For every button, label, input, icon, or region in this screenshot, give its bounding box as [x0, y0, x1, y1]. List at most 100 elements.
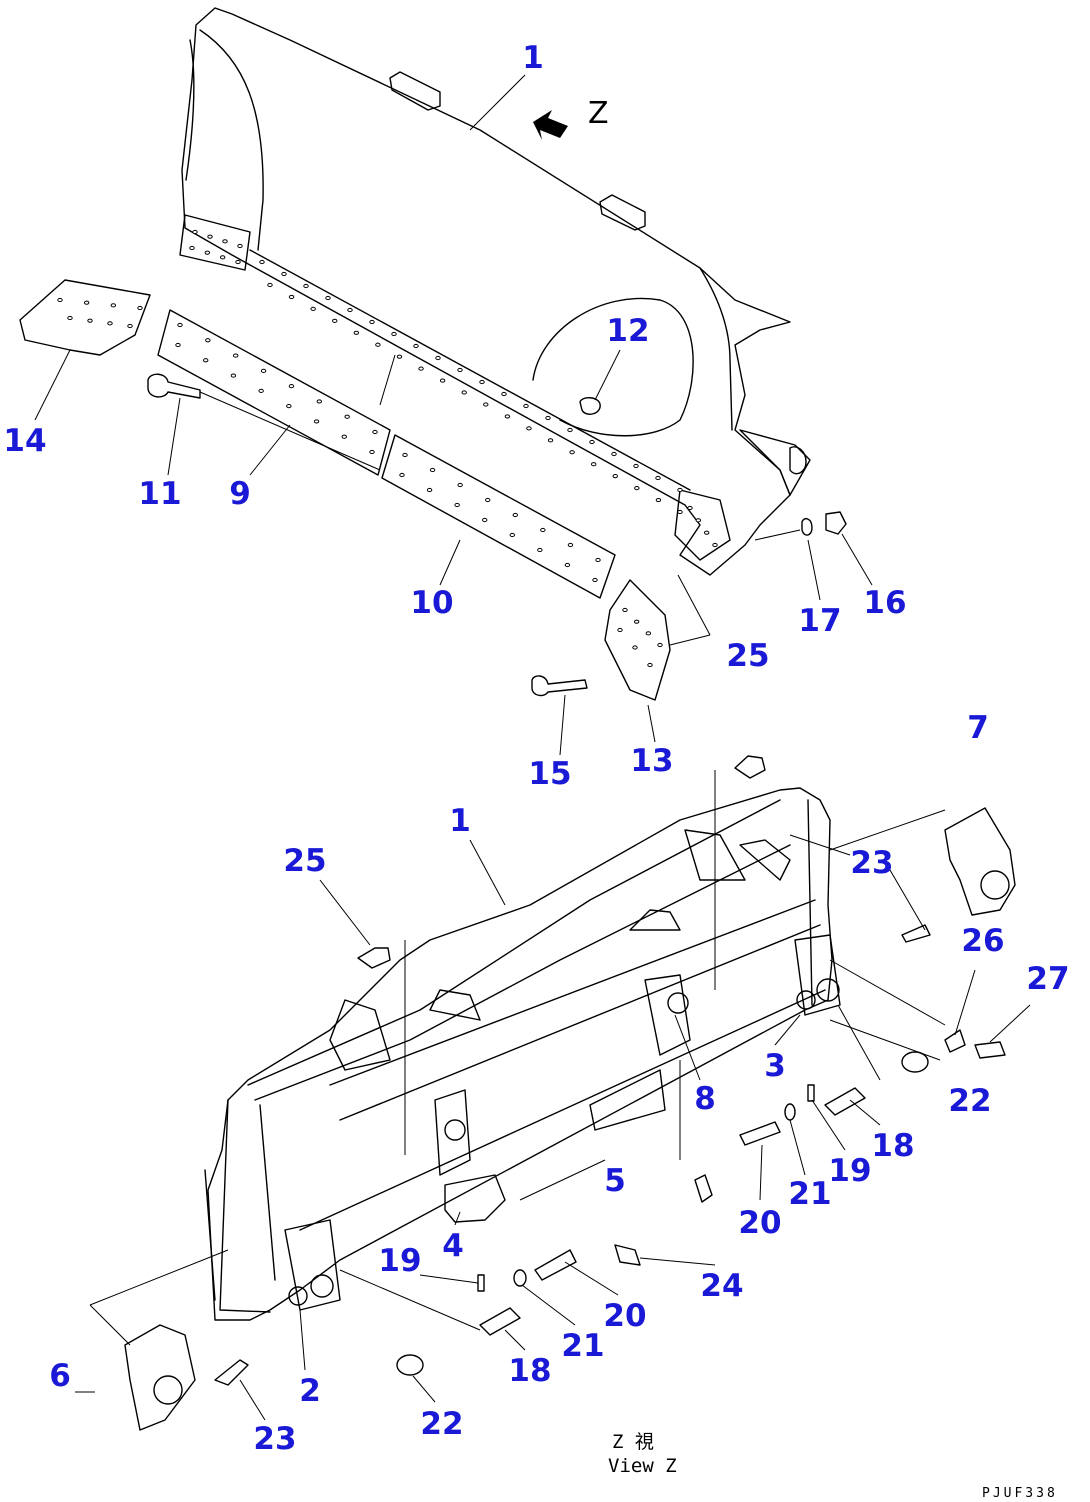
callout-1: 1 — [449, 803, 471, 839]
bolt-hole — [288, 294, 295, 300]
bolt-hole — [485, 497, 491, 503]
bolt-hole — [645, 631, 652, 636]
bolt-hole — [501, 391, 507, 397]
callout-24: 24 — [700, 1268, 743, 1304]
bolt-hole — [347, 307, 353, 313]
blade-front-view — [19, 7, 873, 756]
bolt-hole — [230, 373, 237, 378]
bolt-hole — [375, 342, 381, 347]
bolt-hole — [222, 239, 228, 244]
bolt-hole — [526, 426, 532, 431]
bolt-hole — [372, 429, 378, 435]
callout-20: 20 — [603, 1298, 646, 1334]
bolt-hole — [482, 517, 488, 523]
callout-25: 25 — [726, 638, 769, 674]
bolt-hole — [657, 642, 663, 648]
bolt-hole — [633, 463, 639, 469]
bolt-hole — [512, 512, 518, 518]
bolt-hole — [369, 449, 375, 455]
bolt-hole — [233, 353, 239, 358]
bolt-hole — [235, 259, 241, 265]
bolt-hole — [590, 462, 597, 467]
bolt-hole — [260, 368, 267, 373]
bolt-hole — [418, 366, 424, 371]
bolt-hole — [454, 502, 460, 508]
bolt-hole — [567, 542, 574, 548]
bolt-hole — [288, 384, 295, 389]
callout-1: 1 — [522, 40, 544, 76]
bolt-hole — [632, 645, 638, 650]
callout-3: 3 — [764, 1048, 786, 1084]
callout-21: 21 — [788, 1176, 831, 1212]
bolt-hole — [439, 378, 446, 383]
bolt-hole — [341, 434, 347, 439]
callout-8: 8 — [694, 1081, 716, 1117]
bolt-hole — [83, 300, 90, 305]
bolt-hole — [310, 306, 316, 311]
bolt-hole — [286, 404, 292, 409]
bolt-hole — [325, 295, 331, 301]
bolt-hole — [695, 518, 702, 523]
callout-22: 22 — [948, 1083, 991, 1119]
callout-27: 27 — [1026, 961, 1069, 997]
bolt-hole — [205, 338, 211, 343]
bolt-hole — [504, 414, 511, 419]
cutting-edge-9 — [157, 309, 391, 476]
bolt-hole — [457, 482, 463, 488]
bolt-hole — [509, 532, 515, 538]
bolt-hole — [353, 330, 360, 335]
bolt-hole — [687, 505, 693, 511]
view-arrow: Z — [533, 96, 609, 140]
bolt-hole — [647, 662, 653, 668]
center-bracket — [444, 1174, 506, 1223]
bolt-hole — [137, 305, 143, 311]
bolt-hole — [175, 342, 181, 348]
bolt-hole — [611, 451, 617, 457]
callout-18: 18 — [508, 1353, 551, 1389]
callout-23: 23 — [253, 1421, 296, 1457]
bolt-hole — [426, 487, 433, 493]
bolt-hole — [569, 450, 575, 455]
bolt-hole — [622, 607, 628, 613]
callout-16: 16 — [863, 585, 906, 621]
callout-15: 15 — [528, 756, 571, 792]
view-caption-line2: View Z — [608, 1455, 677, 1477]
view-marker-letter: Z — [588, 96, 609, 131]
bolt-hole — [413, 343, 419, 349]
bolt-hole — [313, 419, 320, 424]
bolt-hole — [595, 557, 601, 563]
bolt-hole — [457, 367, 463, 373]
bolt-hole — [258, 388, 264, 393]
bolt-hole — [712, 542, 718, 548]
blade-rear-outline — [207, 787, 833, 1321]
bolt-hole — [677, 487, 683, 493]
callout-11: 11 — [138, 476, 181, 512]
bolt-hole — [237, 243, 243, 249]
bolt-hole — [189, 245, 195, 251]
bolt-hole — [617, 627, 623, 633]
end-plate-6 — [124, 1324, 196, 1431]
bolt-hole — [634, 486, 640, 491]
bolt-hole — [429, 467, 436, 473]
bolt-hole — [399, 472, 405, 478]
callout-10: 10 — [410, 585, 453, 621]
bolt-hole — [369, 319, 375, 325]
callout-21: 21 — [561, 1328, 604, 1364]
callout-17: 17 — [798, 603, 841, 639]
bolt-hole — [219, 255, 226, 260]
bolt-hole — [483, 402, 489, 407]
callout-4: 4 — [442, 1228, 464, 1264]
callout-19: 19 — [828, 1153, 871, 1189]
bolt-hole — [435, 355, 441, 361]
bolt-hole — [589, 439, 595, 445]
bolt-hole — [592, 577, 598, 583]
end-bit-13 — [604, 579, 671, 701]
bolt-hole — [633, 619, 640, 624]
bolt-hole — [203, 358, 209, 363]
callout-6: 6 — [49, 1358, 71, 1394]
bolt-hole — [177, 322, 183, 328]
bolt-hole — [612, 474, 618, 479]
bolt-hole — [303, 283, 309, 289]
bolt-hole-pattern — [57, 229, 718, 668]
